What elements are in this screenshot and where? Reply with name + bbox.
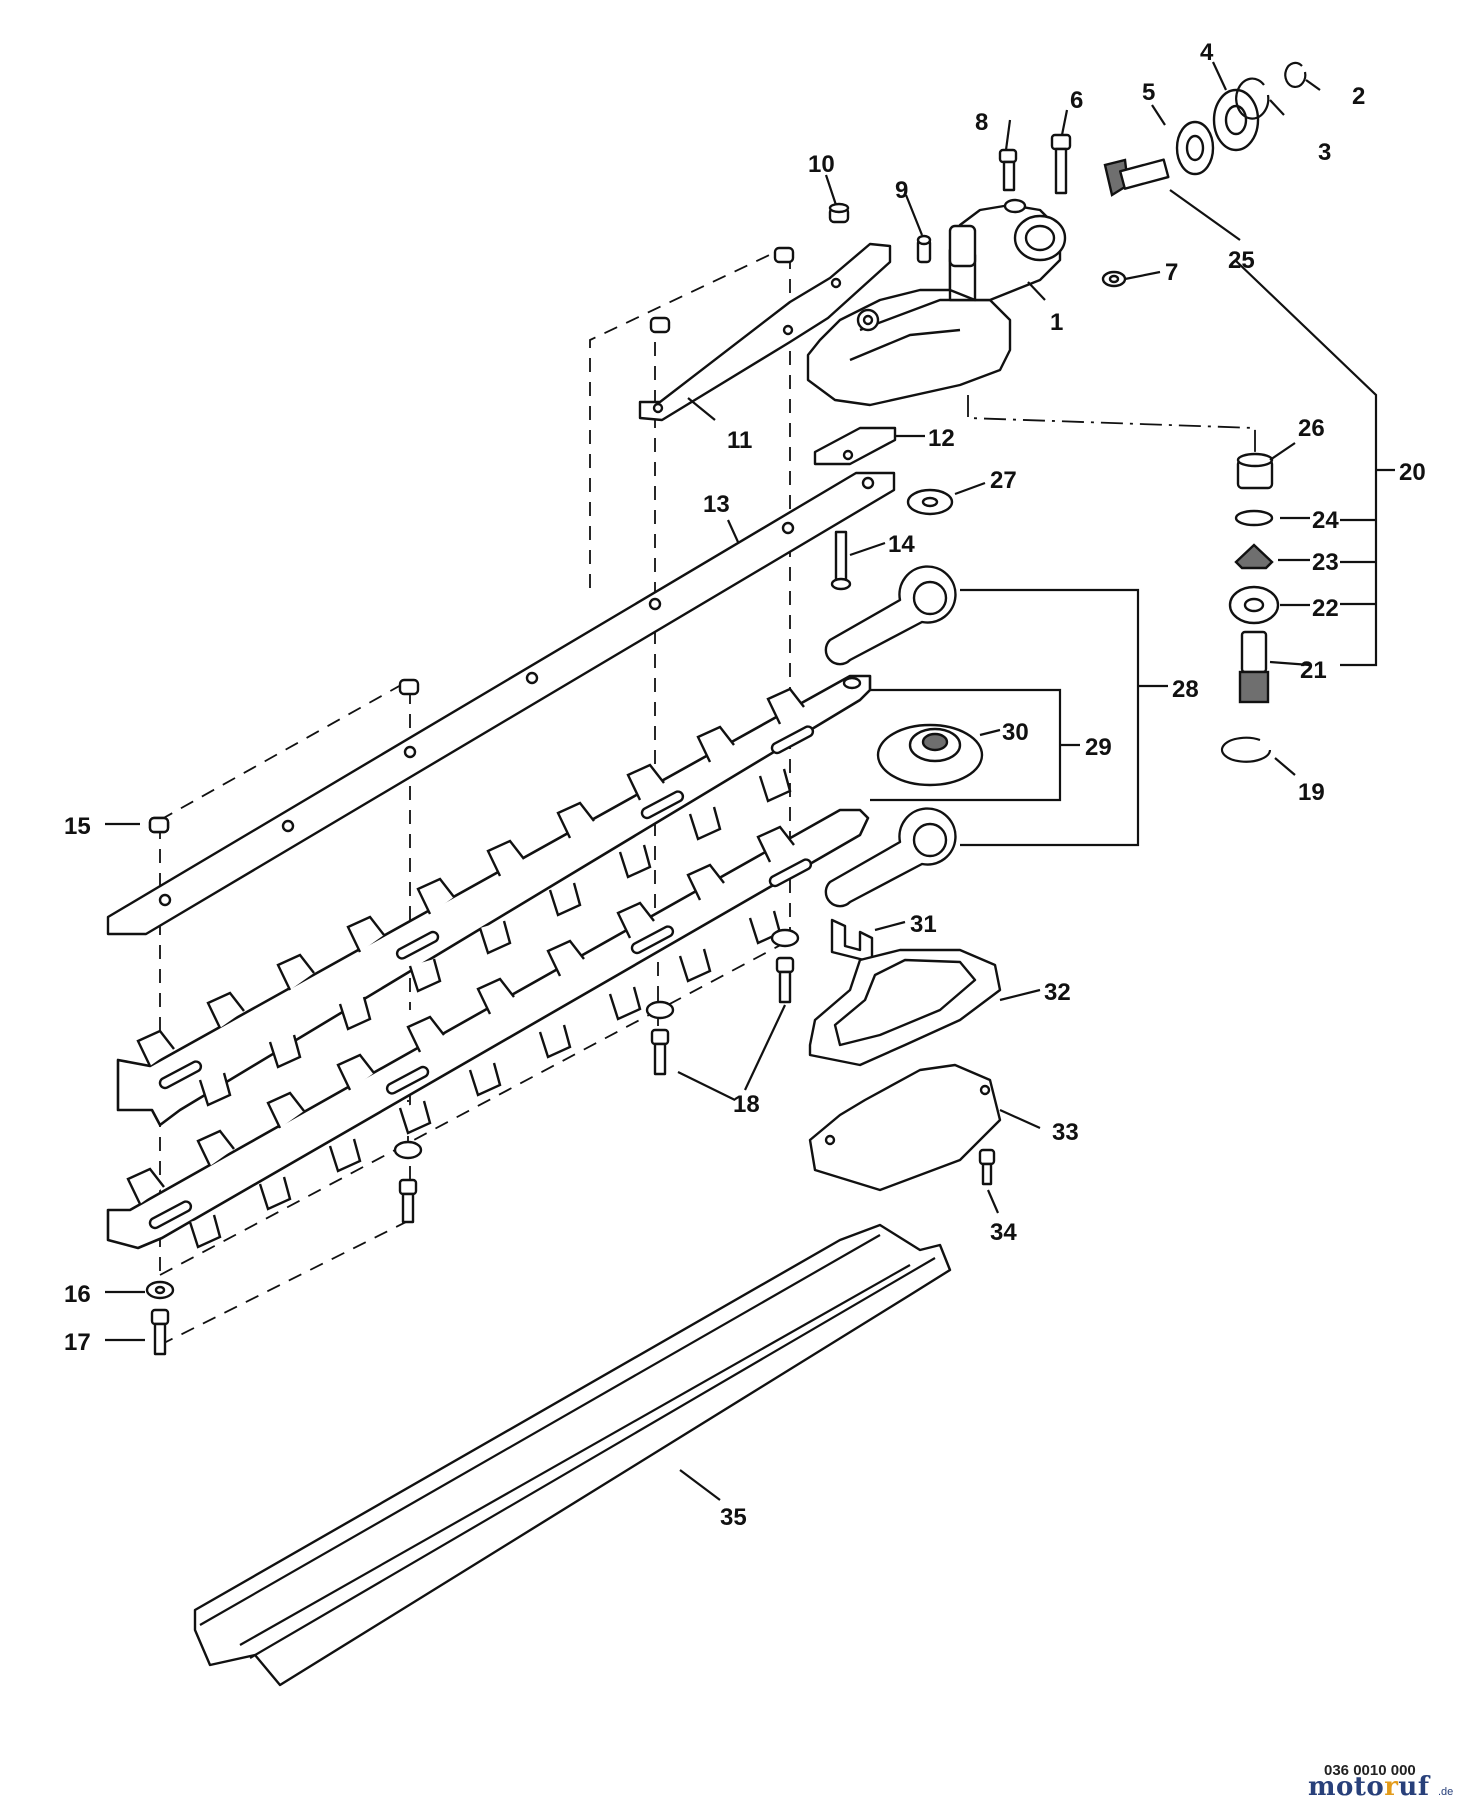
part-29-upper-blade — [116, 674, 872, 1127]
callout-12: 12 — [928, 425, 955, 452]
callout-34: 34 — [990, 1219, 1017, 1246]
part-28-connecting-rod-upper — [824, 565, 957, 666]
part-35-blade-cover — [193, 1223, 952, 1687]
part-18-bolts — [645, 928, 800, 1076]
callout-21: 21 — [1300, 657, 1327, 684]
watermark-tld: .de — [1438, 1786, 1454, 1798]
callout-15: 15 — [64, 813, 91, 840]
callout-29: 29 — [1085, 734, 1112, 761]
part-32-gasket — [808, 948, 1002, 1067]
part-5-bearing — [1175, 120, 1215, 176]
watermark-part1: moto — [1308, 1772, 1385, 1802]
part-28-connecting-rod-lower — [824, 807, 957, 908]
callout-19: 19 — [1298, 779, 1325, 806]
callout-2: 2 — [1352, 83, 1365, 110]
part-30-gear — [876, 723, 984, 787]
callout-27: 27 — [990, 467, 1017, 494]
part-17-bolt — [150, 1308, 170, 1356]
callout-23: 23 — [1312, 549, 1339, 576]
part-9-grease-fitting — [916, 234, 932, 264]
callout-17: 17 — [64, 1329, 91, 1356]
part-14-screw — [830, 530, 852, 591]
lower-blade-teeth — [126, 825, 795, 1249]
part-24-ring — [1234, 509, 1274, 527]
part-12-plate — [813, 426, 897, 466]
nuts-top-row — [148, 246, 795, 834]
callout-32: 32 — [1044, 979, 1071, 1006]
watermark-part3: uf — [1398, 1772, 1430, 1802]
part-15-nut — [148, 816, 170, 834]
upper-blade-teeth — [136, 687, 805, 1107]
callout-3: 3 — [1318, 139, 1331, 166]
callout-labels: 1 2 3 4 5 6 7 8 9 10 11 12 13 14 15 16 1… — [64, 39, 1426, 1531]
watermark-logo: motoruf — [1308, 1772, 1430, 1802]
watermark-part2: r — [1384, 1772, 1399, 1802]
part-25-pinion-gear — [1103, 158, 1170, 197]
blade-bolt-middle — [393, 1140, 423, 1224]
part-10-nut — [828, 202, 850, 224]
part-1-gear-housing — [806, 198, 1067, 407]
callout-1: 1 — [1050, 309, 1063, 336]
guide-bar-holes — [158, 476, 875, 907]
leader-lines — [105, 61, 1395, 1501]
callout-16: 16 — [64, 1281, 91, 1308]
part-33-cover-plate — [808, 1063, 1002, 1192]
callout-6: 6 — [1070, 87, 1083, 114]
callout-35: 35 — [720, 1504, 747, 1531]
part-34-screw — [978, 1148, 996, 1186]
callout-8: 8 — [975, 109, 988, 136]
callout-11: 11 — [727, 427, 752, 454]
part-7-washer — [1101, 270, 1127, 288]
part-22-bearing — [1228, 585, 1280, 625]
part-26-bushing — [1236, 452, 1274, 490]
callout-28: 28 — [1172, 676, 1199, 703]
part-23-bevel-gear — [1234, 543, 1274, 570]
callout-30: 30 — [1002, 719, 1029, 746]
callout-5: 5 — [1142, 79, 1155, 106]
callout-13: 13 — [703, 491, 730, 518]
callout-14: 14 — [888, 531, 915, 558]
callout-26: 26 — [1298, 415, 1325, 442]
callout-25: 25 — [1228, 247, 1255, 274]
part-16-washer — [145, 1280, 175, 1300]
part-29-lower-blade — [106, 808, 870, 1250]
part-31-clip — [830, 918, 874, 964]
part-27-washer — [906, 488, 954, 516]
callout-22: 22 — [1312, 595, 1339, 622]
callout-33: 33 — [1052, 1119, 1079, 1146]
part-6-screw — [1050, 133, 1072, 195]
part-13-guide-bar — [106, 471, 896, 936]
callout-7: 7 — [1165, 259, 1178, 286]
callout-18: 18 — [733, 1091, 760, 1118]
callout-20: 20 — [1399, 459, 1426, 486]
part-11-upper-bracket — [638, 242, 892, 422]
part-8-bolt — [998, 148, 1018, 192]
part-2-ring — [1284, 61, 1307, 88]
callout-4: 4 — [1200, 39, 1214, 66]
part-3-circlip — [1235, 77, 1270, 120]
callout-31: 31 — [910, 911, 937, 938]
part-21-shaft — [1238, 630, 1270, 704]
drawing-number: 036 0010 000 — [1324, 1762, 1416, 1779]
callout-10: 10 — [808, 151, 835, 178]
part-4-bearing — [1212, 88, 1260, 152]
callout-24: 24 — [1312, 507, 1339, 534]
callout-9: 9 — [895, 177, 908, 204]
part-19-circlip — [1220, 736, 1272, 763]
